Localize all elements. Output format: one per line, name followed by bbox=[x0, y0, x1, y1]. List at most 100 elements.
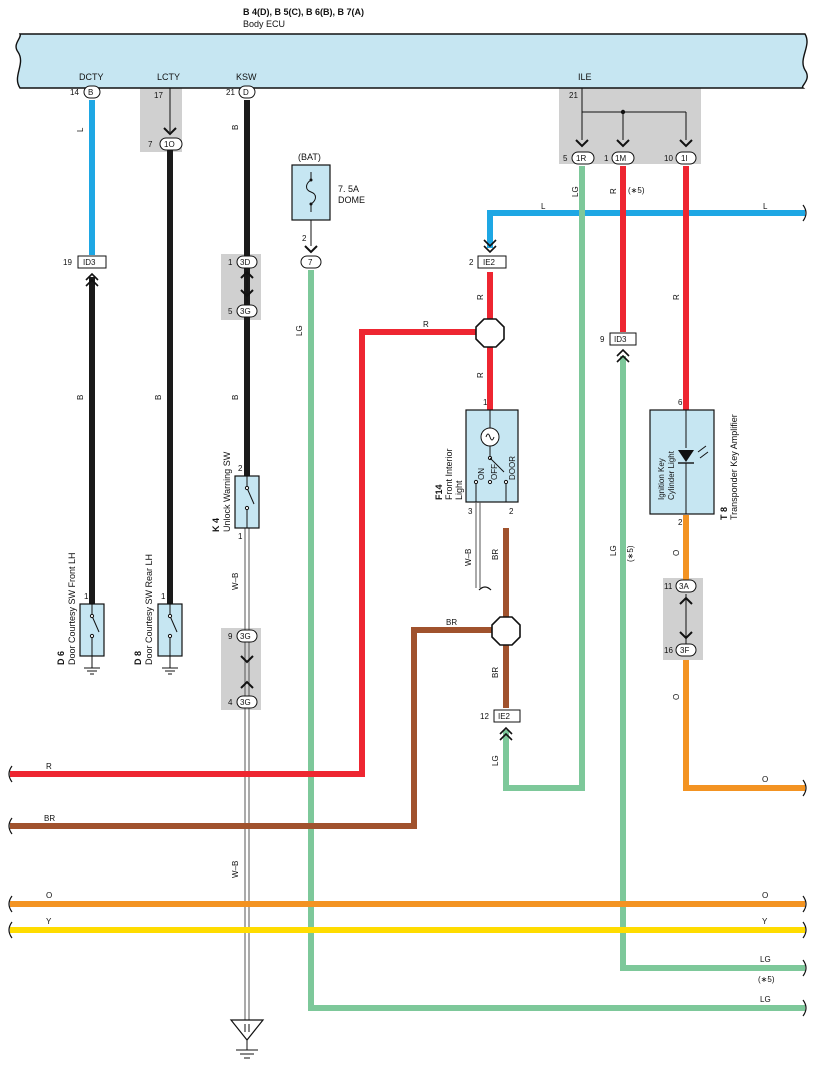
svg-text:IE2: IE2 bbox=[498, 712, 511, 721]
connector-1o: 1O 7 bbox=[148, 127, 183, 151]
ile-junction-dot bbox=[620, 109, 626, 115]
transponder-key-amplifier: 6 Ignition Key Cylinder Light 2 bbox=[649, 398, 715, 527]
svg-text:BR: BR bbox=[491, 667, 500, 678]
svg-text:ID3: ID3 bbox=[83, 258, 96, 267]
svg-text:(∗5): (∗5) bbox=[626, 545, 635, 562]
pin-label-dcty: DCTY bbox=[79, 72, 104, 82]
connector-ie2-top: IE2 2 bbox=[469, 239, 507, 269]
door-courtesy-sw-front-lh: 1 bbox=[79, 592, 105, 675]
connector-ie2-bot: IE2 12 bbox=[480, 709, 521, 741]
svg-text:3D: 3D bbox=[240, 258, 250, 267]
svg-text:12: 12 bbox=[480, 712, 489, 721]
svg-text:3: 3 bbox=[468, 507, 473, 516]
svg-text:1: 1 bbox=[483, 398, 488, 407]
svg-text:11: 11 bbox=[664, 582, 673, 591]
wire-br-bus bbox=[10, 627, 494, 829]
svg-text:IE2: IE2 bbox=[483, 258, 496, 267]
svg-text:5: 5 bbox=[563, 154, 568, 163]
svg-text:R: R bbox=[672, 294, 681, 300]
connector-1m: 1M 1 bbox=[604, 139, 635, 165]
f14-name-2: Light bbox=[454, 480, 464, 500]
ground-icon bbox=[84, 667, 100, 675]
connector-3g-a: 3G 5 bbox=[228, 304, 258, 318]
svg-text:Cylinder Light: Cylinder Light bbox=[667, 450, 676, 500]
ecu-pin-ksw-conn: D bbox=[243, 88, 249, 97]
pin-label-lcty: LCTY bbox=[157, 72, 180, 82]
svg-text:3A: 3A bbox=[679, 582, 689, 591]
svg-text:2: 2 bbox=[509, 507, 514, 516]
svg-text:(∗5): (∗5) bbox=[628, 186, 645, 195]
svg-text:BR: BR bbox=[446, 618, 457, 627]
svg-text:R: R bbox=[476, 294, 485, 300]
svg-text:1M: 1M bbox=[615, 154, 626, 163]
connector-3f: 3F 16 bbox=[664, 643, 697, 657]
pin-label-ile: ILE bbox=[578, 72, 592, 82]
svg-text:OFF: OFF bbox=[490, 464, 499, 480]
fuse-name: DOME bbox=[338, 195, 365, 205]
ground-bottom bbox=[229, 1019, 265, 1059]
ecu-name: Body ECU bbox=[243, 19, 285, 29]
svg-text:DOOR: DOOR bbox=[508, 456, 517, 480]
svg-text:W–B: W–B bbox=[231, 861, 240, 878]
svg-text:ID3: ID3 bbox=[614, 335, 627, 344]
k4-name: Unlock Warning SW bbox=[222, 451, 232, 532]
svg-text:LG: LG bbox=[609, 545, 618, 556]
svg-text:(∗5): (∗5) bbox=[758, 975, 775, 984]
wire-o-3f bbox=[683, 660, 805, 791]
connector-3d: 3D 1 bbox=[228, 255, 258, 303]
svg-text:5: 5 bbox=[228, 307, 233, 316]
svg-text:R: R bbox=[46, 762, 52, 771]
d8-name: Door Courtesy SW Rear LH bbox=[144, 554, 154, 665]
wire-lg-id3 bbox=[620, 356, 805, 971]
unlock-warning-sw: 2 1 bbox=[234, 464, 260, 541]
svg-text:3G: 3G bbox=[240, 698, 251, 707]
connector-1i: 1I 10 bbox=[664, 139, 697, 165]
svg-text:1: 1 bbox=[84, 592, 89, 601]
svg-text:9: 9 bbox=[600, 335, 605, 344]
ecu-pin-ile-num: 21 bbox=[569, 91, 578, 100]
svg-text:3G: 3G bbox=[240, 632, 251, 641]
wire-l-horizontal bbox=[487, 210, 805, 248]
connector-id3-left: ID3 19 bbox=[63, 255, 107, 287]
splice-brown bbox=[491, 616, 521, 646]
svg-text:ON: ON bbox=[477, 468, 486, 480]
ecu-pin-lcty-num: 17 bbox=[154, 91, 163, 100]
led-icon bbox=[678, 450, 694, 462]
svg-text:19: 19 bbox=[63, 258, 72, 267]
svg-text:LG: LG bbox=[491, 755, 500, 766]
svg-text:4: 4 bbox=[228, 698, 233, 707]
svg-text:R: R bbox=[609, 188, 618, 194]
svg-text:1I: 1I bbox=[681, 154, 688, 163]
connector-shading bbox=[140, 88, 703, 710]
svg-text:1: 1 bbox=[238, 532, 243, 541]
ground-icon bbox=[236, 1049, 258, 1059]
splice-red bbox=[475, 318, 505, 348]
svg-text:O: O bbox=[672, 550, 681, 556]
pin-label-ksw: KSW bbox=[236, 72, 257, 82]
svg-text:1O: 1O bbox=[164, 140, 175, 149]
svg-text:R: R bbox=[423, 320, 429, 329]
svg-text:7: 7 bbox=[308, 258, 313, 267]
svg-text:1: 1 bbox=[604, 154, 609, 163]
svg-text:O: O bbox=[46, 891, 52, 900]
svg-text:LG: LG bbox=[760, 995, 771, 1004]
dome-fuse: (BAT) 7. 5A DOME 2 7 bbox=[291, 152, 365, 269]
body-ecu: B 4(D), B 5(C), B 6(B), B 7(A) Body ECU bbox=[15, 7, 808, 89]
svg-text:W–B: W–B bbox=[231, 573, 240, 590]
wire-r-bus bbox=[10, 329, 478, 777]
svg-text:Ignition Key: Ignition Key bbox=[657, 458, 666, 500]
svg-text:L: L bbox=[541, 202, 546, 211]
d8-code: D 8 bbox=[133, 651, 143, 665]
ecu-pin-ksw: D 21 bbox=[226, 85, 256, 99]
svg-text:L: L bbox=[76, 127, 85, 132]
connector-3g-b: 3G 9 bbox=[228, 629, 258, 689]
svg-text:16: 16 bbox=[664, 646, 673, 655]
svg-text:B: B bbox=[76, 395, 85, 400]
svg-text:O: O bbox=[672, 694, 681, 700]
t8-code: T 8 bbox=[719, 507, 729, 520]
ecu-pin-dcty: B 14 bbox=[70, 85, 101, 99]
front-interior-light: 1 ON OFF DOOR 3 2 bbox=[465, 398, 519, 588]
svg-text:2: 2 bbox=[238, 464, 243, 473]
svg-text:B: B bbox=[231, 125, 240, 130]
